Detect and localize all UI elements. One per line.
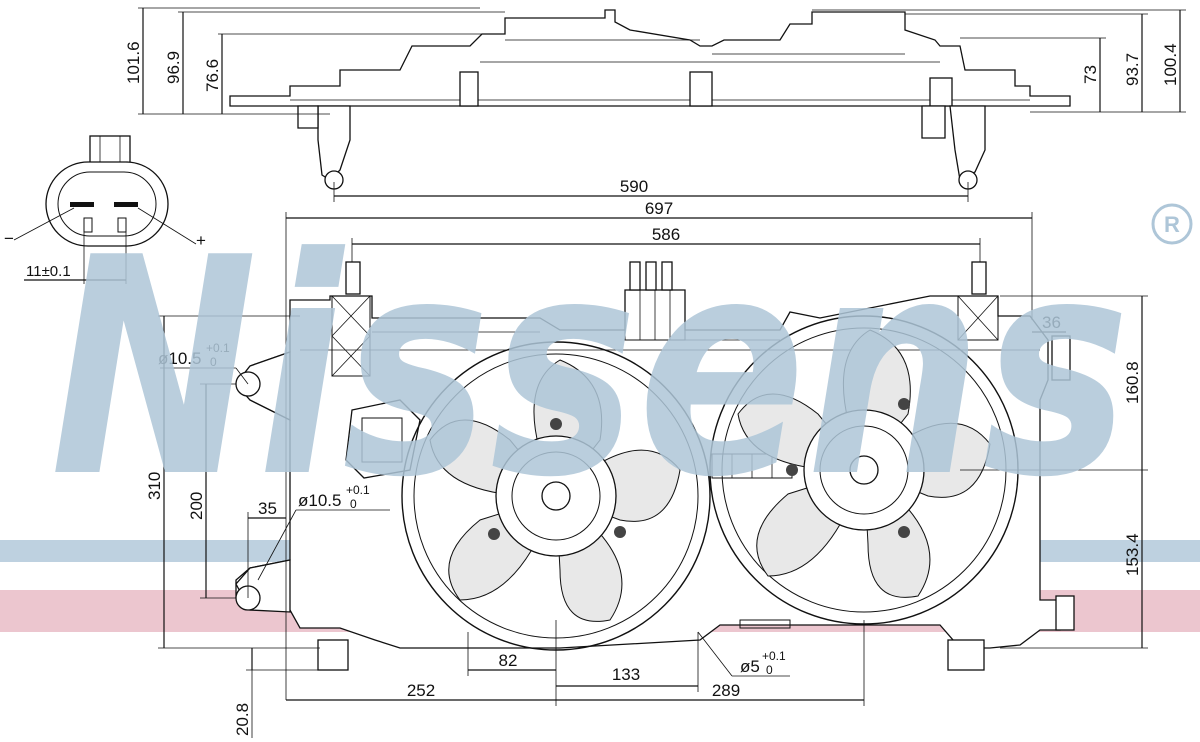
dim-590: 590	[620, 177, 648, 196]
top-view-shroud	[229, 9, 1071, 107]
hole-top-dia: ø10.5	[158, 349, 201, 368]
dim-160-8: 160.8	[1123, 361, 1142, 404]
dim-96-9: 96.9	[164, 51, 183, 84]
registered-mark-letter: R	[1164, 212, 1180, 237]
dim-76-6: 76.6	[203, 59, 222, 92]
hole-top-tol-dn: 0	[210, 355, 217, 369]
fan-left	[401, 341, 711, 651]
dim-153-4: 153.4	[1123, 533, 1142, 576]
dim-100-4: 100.4	[1161, 43, 1180, 86]
connector-detail	[13, 135, 197, 284]
dim-697: 697	[645, 199, 673, 218]
top-view	[138, 7, 1186, 202]
front-view-dimensions	[158, 212, 1148, 738]
dim-252: 252	[407, 681, 435, 700]
registered-mark: R	[1151, 203, 1193, 245]
hole-small-label: ø5 +0.1 0	[740, 649, 786, 677]
dim-20-8: 20.8	[233, 703, 252, 736]
dim-133: 133	[612, 665, 640, 684]
dim-586: 586	[652, 225, 680, 244]
dim-73: 73	[1081, 65, 1100, 84]
dim-200: 200	[187, 492, 206, 520]
connector-pitch: 11±0.1	[26, 263, 71, 280]
hole-top-tol-up: +0.1	[206, 341, 230, 355]
hole-small-tol-dn: 0	[766, 663, 773, 677]
dim-101-6: 101.6	[124, 41, 143, 84]
dim-310: 310	[145, 472, 164, 500]
top-view-foot-left	[317, 105, 351, 181]
dim-36: 36	[1042, 313, 1061, 332]
hole-mid-dia: ø10.5	[298, 491, 341, 510]
top-view-foot-right	[949, 105, 986, 181]
hole-mid-tol-dn: 0	[350, 497, 357, 511]
hole-mid-label: ø10.5 +0.1 0	[298, 483, 370, 511]
brand-watermark: Nissens	[50, 194, 1130, 543]
dim-82: 82	[499, 651, 518, 670]
connector-minus: −	[4, 229, 14, 248]
dim-289: 289	[712, 681, 740, 700]
dim-35: 35	[258, 499, 277, 518]
dim-93-7: 93.7	[1123, 53, 1142, 86]
hole-mid-tol-up: +0.1	[346, 483, 370, 497]
hole-small-tol-up: +0.1	[762, 649, 786, 663]
hole-small-dia: ø5	[740, 657, 760, 676]
connector-plus: +	[196, 231, 206, 250]
hole-top-label: ø10.5 +0.1 0	[158, 341, 230, 369]
